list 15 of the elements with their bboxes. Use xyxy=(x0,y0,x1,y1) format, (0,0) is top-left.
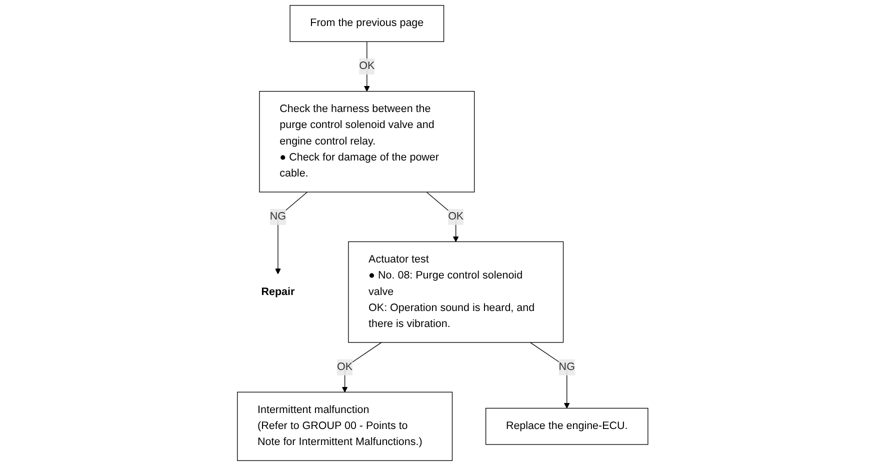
arrow xyxy=(530,342,570,408)
node-box: From the previous page xyxy=(290,5,444,42)
node-text: Repair xyxy=(262,286,296,298)
edge-label: OK xyxy=(359,60,376,72)
node-box: Replace the engine-ECU. xyxy=(486,408,649,445)
edge-label: OK xyxy=(448,210,464,222)
edge-label: NG xyxy=(559,361,576,373)
node-box: Intermittent malfunction (Refer to GROUP 00 - Points to Note for Intermittent Malfunctions.) xyxy=(237,392,453,461)
arrow xyxy=(364,41,370,92)
node-box: Check the harness between the purge control solenoid valve and engine control relay. ● Check for damage of the power cable. xyxy=(259,90,476,192)
edge-label: NG xyxy=(270,210,286,222)
node-box: Actuator test ● No. 08: Purge control solenoid valve OK: Operation sound is heard, and there is vibration. xyxy=(348,241,564,343)
arrow xyxy=(426,192,460,242)
edge-label: OK xyxy=(337,361,353,373)
arrow xyxy=(275,192,308,274)
